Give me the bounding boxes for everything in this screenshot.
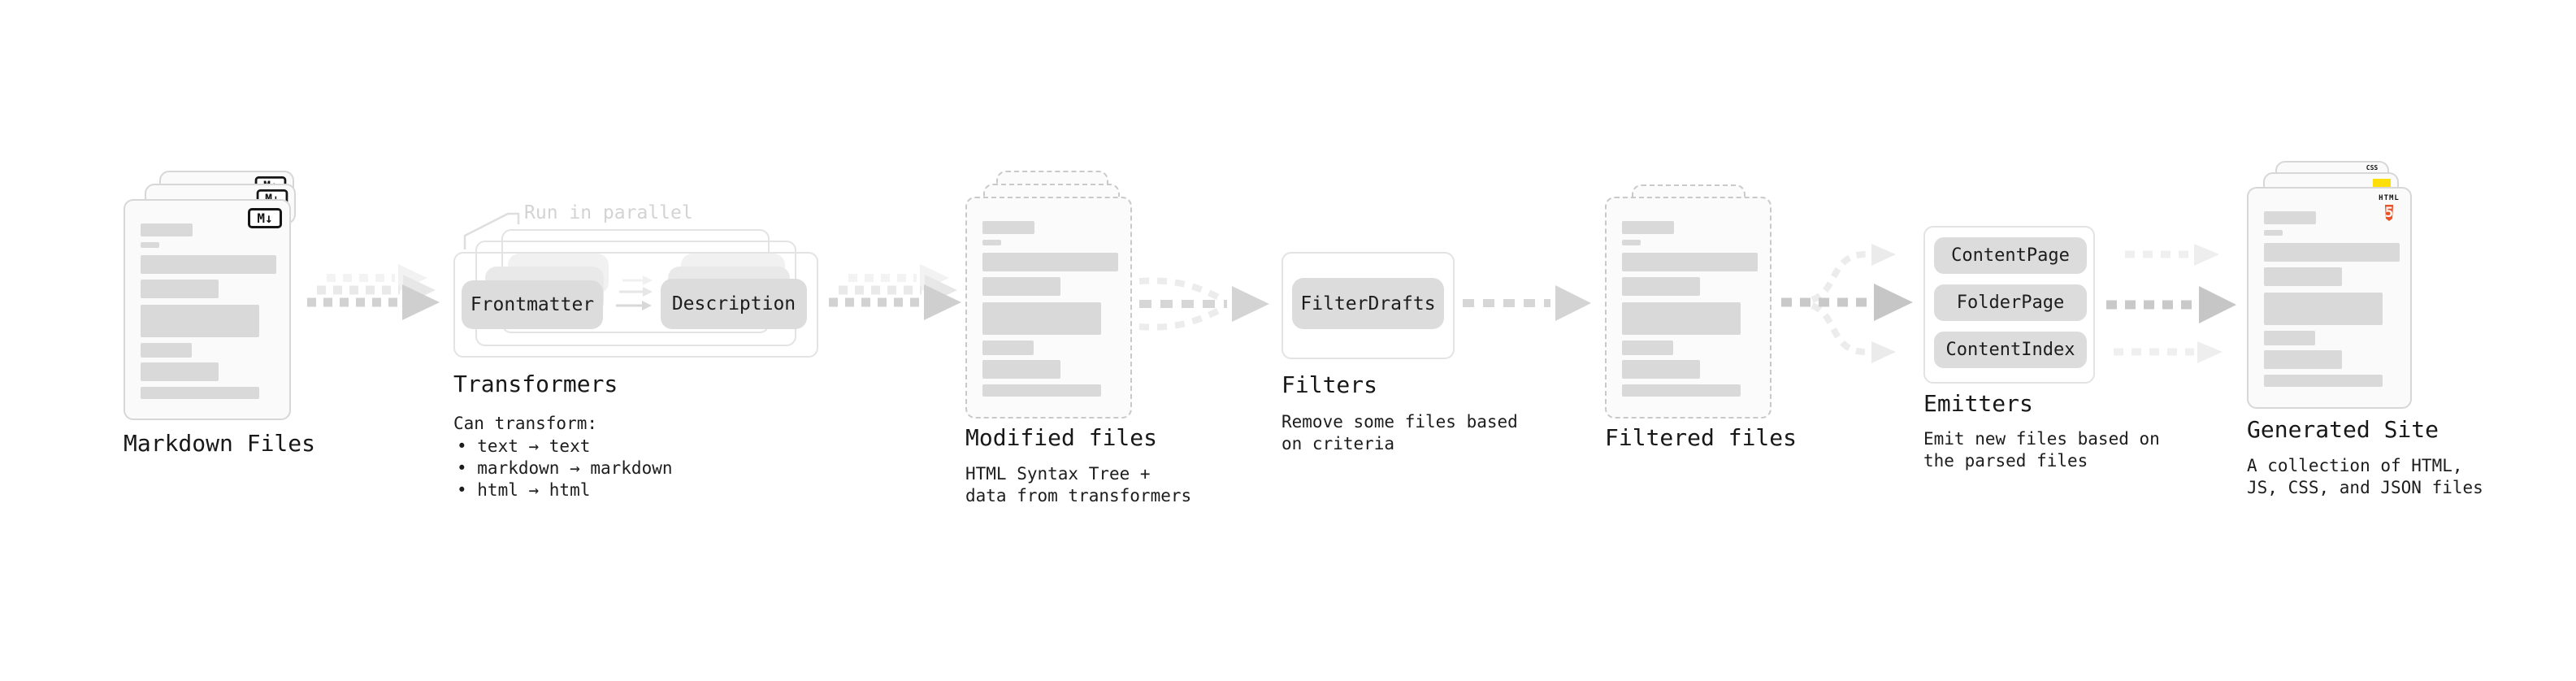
transformers-bullets: • text → text • markdown → markdown • ht… xyxy=(457,436,673,501)
bullet-item: • text → text xyxy=(457,436,591,456)
arrow-filtered-to-emitters xyxy=(1781,244,1913,363)
arrow-filters-to-filtered xyxy=(1463,285,1591,321)
doc-line xyxy=(1622,384,1741,397)
bullet-item: • markdown → markdown xyxy=(457,458,673,478)
arrow-modified-to-filters xyxy=(1138,277,1269,331)
doc-line xyxy=(1622,302,1741,335)
doc-line xyxy=(1622,221,1674,234)
doc-line xyxy=(141,343,192,358)
modified-files-title: Modified files xyxy=(965,424,1158,451)
generated-site-desc: A collection of HTML, JS, CSS, and JSON … xyxy=(2247,456,2483,497)
doc-line xyxy=(982,302,1101,335)
doc-line xyxy=(2264,293,2383,325)
arrow-transformers-to-modified xyxy=(829,264,961,320)
doc-line xyxy=(141,223,193,236)
description-button: Description xyxy=(661,279,807,329)
doc-line xyxy=(2264,211,2316,224)
arrow-markdown-to-transformers xyxy=(307,264,440,320)
filtered-doc-front xyxy=(1605,197,1772,419)
contentpage-button: ContentPage xyxy=(1934,237,2087,274)
filters-title: Filters xyxy=(1281,371,1378,398)
doc-line xyxy=(982,253,1118,271)
contentindex-button: ContentIndex xyxy=(1934,332,2087,368)
doc-line xyxy=(141,280,219,298)
javascript-icon xyxy=(2373,179,2391,187)
generated-doc-front: HTML 5 xyxy=(2247,187,2412,409)
transformers-desc-heading: Can transform: xyxy=(453,414,598,433)
filterdrafts-button: FilterDrafts xyxy=(1292,278,1444,329)
doc-line xyxy=(1622,340,1673,355)
doc-line xyxy=(1622,253,1758,271)
doc-line xyxy=(2264,243,2400,262)
modified-doc-front xyxy=(965,197,1132,419)
transformer-box-front xyxy=(453,252,818,358)
doc-line xyxy=(141,305,259,337)
doc-line xyxy=(982,360,1060,379)
bullet-item: • html → html xyxy=(457,480,591,500)
run-in-parallel-note: Run in parallel xyxy=(524,202,693,223)
generated-site-title: Generated Site xyxy=(2247,416,2439,443)
doc-line xyxy=(982,221,1034,234)
doc-line xyxy=(2264,331,2315,345)
markdown-icon: M↓ xyxy=(248,208,282,228)
doc-line xyxy=(982,240,1001,245)
arrow-emitters-to-generated xyxy=(2106,244,2236,363)
doc-line xyxy=(982,384,1101,397)
html5-icon: HTML 5 xyxy=(2379,194,2400,221)
doc-line xyxy=(982,277,1060,296)
emitters-title: Emitters xyxy=(1923,390,2033,417)
doc-line xyxy=(141,255,276,274)
folderpage-button: FolderPage xyxy=(1934,284,2087,321)
doc-line xyxy=(141,387,259,399)
doc-line xyxy=(141,242,159,248)
doc-line xyxy=(2264,350,2342,369)
doc-line xyxy=(1622,360,1700,379)
doc-line xyxy=(2264,375,2383,387)
doc-line xyxy=(982,340,1034,355)
emitters-desc: Emit new files based on the parsed files xyxy=(1923,429,2160,471)
doc-line xyxy=(2264,267,2342,286)
frontmatter-button: Frontmatter xyxy=(462,280,603,329)
markdown-doc-front: M↓ xyxy=(124,199,291,420)
doc-line xyxy=(2264,230,2283,236)
doc-line xyxy=(1622,277,1700,296)
doc-line xyxy=(141,362,219,381)
filters-desc: Remove some files based on criteria xyxy=(1281,412,1518,453)
markdown-files-title: Markdown Files xyxy=(124,430,316,457)
doc-line xyxy=(1622,240,1641,245)
filtered-files-title: Filtered files xyxy=(1605,424,1798,451)
modified-files-desc: HTML Syntax Tree + data from transformer… xyxy=(965,464,1192,505)
transformers-title: Transformers xyxy=(453,371,618,397)
